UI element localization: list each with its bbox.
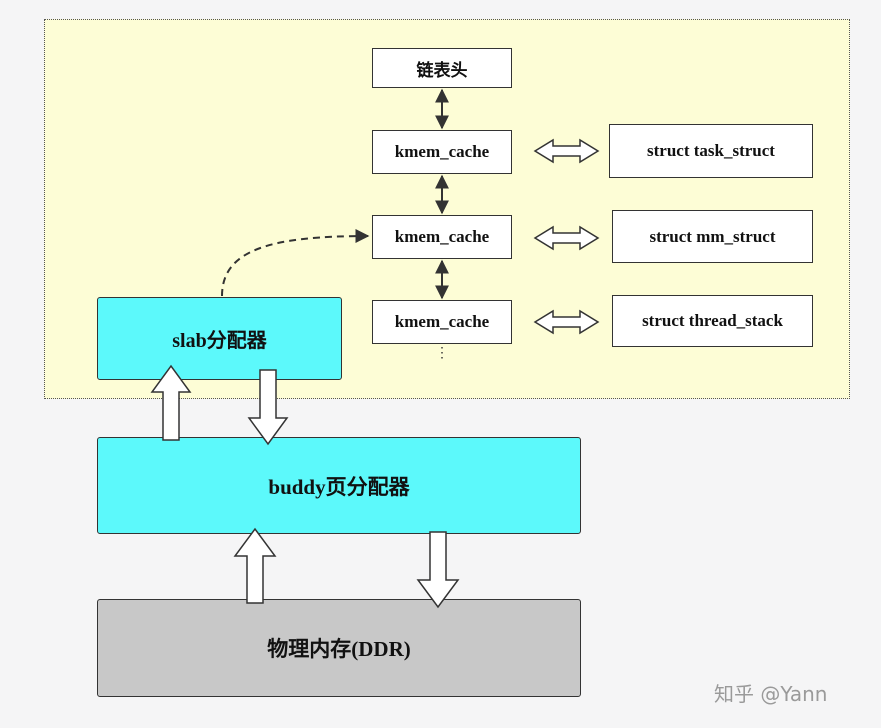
struct-label-thread-stack: struct thread_stack <box>642 311 783 330</box>
kmem-cache-box-1: kmem_cache <box>372 130 512 174</box>
physical-memory-label: 物理内存(DDR) <box>267 637 411 661</box>
kmem-cache-label-3: kmem_cache <box>394 312 490 331</box>
ellipsis-vertical: ⋮ <box>435 346 449 361</box>
struct-box-thread-stack: struct thread_stack <box>612 295 813 347</box>
slab-allocator-label: slab分配器 <box>172 330 267 352</box>
struct-box-task-struct: struct task_struct <box>609 124 813 178</box>
buddy-allocator-box: buddy页分配器 <box>97 437 581 534</box>
struct-label-task-struct: struct task_struct <box>647 141 775 160</box>
zhihu-watermark: 知乎 @Yann <box>714 682 828 706</box>
kmem-cache-box-3: kmem_cache <box>372 300 512 344</box>
memory-to-buddy-up-arrow <box>233 527 277 604</box>
physical-memory-box: 物理内存(DDR) <box>97 599 581 697</box>
buddy-to-memory-down-arrow <box>416 531 460 609</box>
kmem-cache-label-1: kmem_cache <box>394 142 490 161</box>
slab-allocator-box: slab分配器 <box>97 297 342 380</box>
kmem-cache-box-2: kmem_cache <box>372 215 512 259</box>
list-head-label: 链表头 <box>416 60 468 80</box>
list-head-box: 链表头 <box>372 48 512 88</box>
struct-label-mm-struct: struct mm_struct <box>649 226 776 246</box>
struct-box-mm-struct: struct mm_struct <box>612 210 813 263</box>
kmem-cache-label-2: kmem_cache <box>394 227 490 246</box>
buddy-allocator-label: buddy页分配器 <box>268 474 410 499</box>
